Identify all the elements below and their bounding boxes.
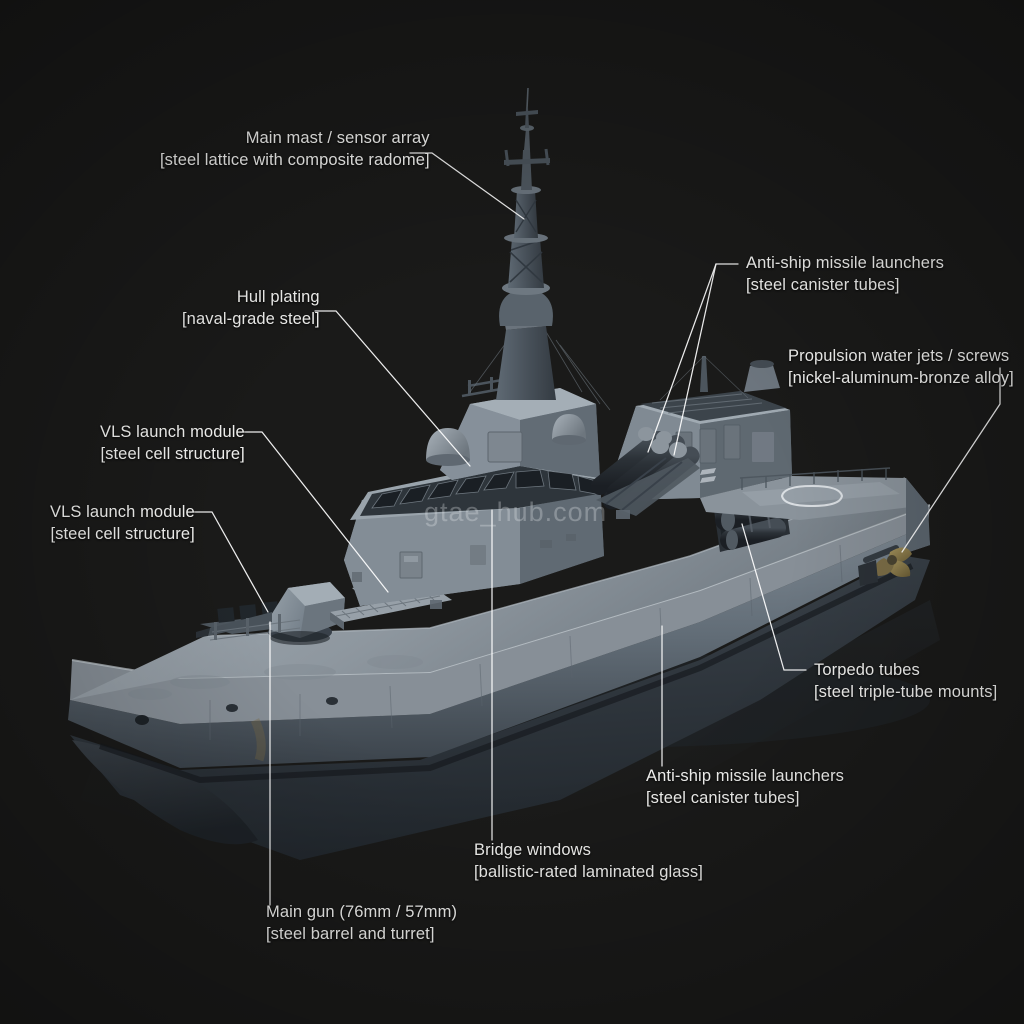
- main-gun-turret: [196, 582, 345, 645]
- callout-main-gun-title: Main gun (76mm / 57mm): [266, 903, 458, 921]
- callout-bridge-title: Bridge windows: [474, 841, 591, 859]
- leader-torpedo: [741, 523, 807, 671]
- callout-asm-upper-material: [steel canister tubes]: [746, 275, 900, 294]
- bow-breakwater: [200, 595, 330, 634]
- callout-bridge-material: [ballistic-rated laminated glass]: [474, 862, 703, 881]
- leader-propulsion: [901, 367, 1001, 553]
- callout-asm-lower: Anti-ship missile launchers [steel canis…: [646, 766, 844, 810]
- callout-main-mast: Main mast / sensor array [steel lattice …: [160, 128, 430, 172]
- leader-asm-upper-b: [673, 263, 717, 456]
- callout-main-mast-material: [steel lattice with composite radome]: [160, 150, 430, 169]
- sensor-radomes: [426, 414, 586, 466]
- callout-asm-upper: Anti-ship missile launchers [steel canis…: [746, 253, 944, 297]
- callout-vls-upper-title: VLS launch module: [100, 423, 245, 441]
- callout-torpedo-title: Torpedo tubes: [814, 661, 920, 679]
- callout-asm-lower-title: Anti-ship missile launchers: [646, 767, 845, 785]
- leader-vls-upper: [239, 431, 389, 593]
- watermark: gtae_hub.com: [424, 497, 608, 527]
- leader-vls-lower: [189, 511, 269, 613]
- callout-vls-lower-material: [steel cell structure]: [50, 524, 195, 543]
- callout-propulsion-material: [nickel-aluminum-bronze alloy]: [788, 368, 1014, 387]
- aft-superstructure: [612, 355, 792, 500]
- deck-fittings: [209, 510, 630, 641]
- callout-asm-upper-title: Anti-ship missile launchers: [746, 254, 945, 272]
- bulbous-bow: [72, 740, 258, 845]
- callout-torpedo-material: [steel triple-tube mounts]: [814, 682, 998, 701]
- callout-torpedo: Torpedo tubes [steel triple-tube mounts]: [814, 660, 997, 704]
- callout-main-gun: Main gun (76mm / 57mm) [steel barrel and…: [266, 902, 457, 946]
- callout-propulsion: Propulsion water jets / screws [nickel-a…: [788, 346, 1014, 390]
- callout-propulsion-title: Propulsion water jets / screws: [788, 347, 1010, 365]
- propulsion-screws: [858, 545, 912, 586]
- callout-hull-plating-material: [naval-grade steel]: [182, 309, 320, 328]
- callout-main-mast-title: Main mast / sensor array: [245, 129, 430, 147]
- callout-hull-plating-title: Hull plating: [236, 288, 320, 306]
- anti-ship-missile-launchers-deck: [591, 427, 700, 516]
- helicopter-deck: [700, 467, 930, 553]
- foredeck: [70, 477, 928, 700]
- callout-main-gun-material: [steel barrel and turret]: [266, 924, 435, 943]
- main-mast: [496, 87, 556, 400]
- forward-superstructure: [344, 460, 606, 606]
- water-reflection: [80, 600, 940, 880]
- callout-vls-lower-title: VLS launch module: [50, 503, 195, 521]
- leader-hull-plating: [314, 310, 471, 467]
- vls-launch-module-forward: [330, 572, 452, 630]
- leader-asm-upper-a: [647, 263, 739, 453]
- callout-asm-lower-material: [steel canister tubes]: [646, 788, 800, 807]
- callout-bridge: Bridge windows [ballistic-rated laminate…: [474, 840, 703, 884]
- callout-vls-lower: VLS launch module [steel cell structure]: [50, 502, 195, 546]
- callout-vls-upper-material: [steel cell structure]: [100, 444, 245, 463]
- bridge-windows: [360, 466, 600, 516]
- callout-vls-upper: VLS launch module [steel cell structure]: [100, 422, 245, 466]
- propeller-blades: [875, 547, 912, 577]
- torpedo-tubes: [712, 478, 790, 552]
- mid-superstructure: [426, 309, 611, 480]
- callout-hull-plating: Hull plating [naval-grade steel]: [182, 287, 320, 331]
- hull-plating-surface: [68, 525, 930, 768]
